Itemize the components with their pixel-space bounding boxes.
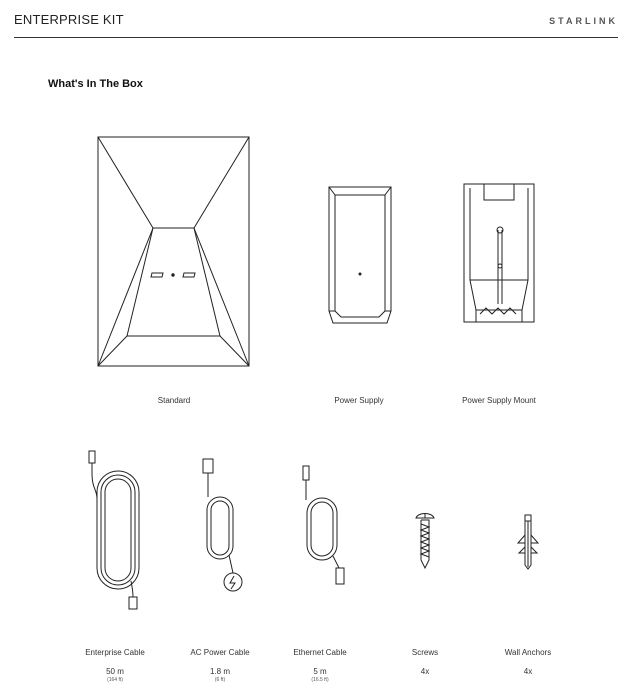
dish-icon [97, 136, 251, 368]
section-title: What's In The Box [48, 78, 143, 90]
power-supply-mount-icon [462, 182, 536, 330]
item-qty-enterprise-cable: 50 m [106, 667, 124, 676]
item-label-standard: Standard [157, 396, 191, 405]
page-title: ENTERPRISE KIT [14, 12, 124, 27]
header-divider [14, 37, 618, 38]
enterprise-cable-icon [86, 449, 146, 615]
power-supply-icon [327, 185, 393, 325]
item-qty-ethernet-cable: 5 m [313, 667, 327, 676]
wall-anchor-icon [515, 513, 541, 571]
ac-power-cable-icon [199, 457, 245, 597]
ethernet-cable-icon [299, 464, 349, 590]
item-label-screws: Screws [411, 648, 439, 657]
item-label-enterprise-cable: Enterprise Cable [85, 648, 145, 657]
item-label-power-supply-mount: Power Supply Mount [462, 396, 536, 405]
brand-logo: STARLINK [549, 16, 618, 26]
item-label-ethernet-cable: Ethernet Cable [293, 648, 347, 657]
screw-icon [414, 510, 436, 570]
item-qty-wall-anchors: 4x [523, 667, 533, 676]
item-qty-screws: 4x [420, 667, 430, 676]
item-qty-sub-ethernet-cable: (16.5 ft) [311, 677, 329, 683]
item-label-ac-power-cable: AC Power Cable [190, 648, 250, 657]
item-qty-ac-power-cable: 1.8 m [209, 667, 231, 676]
item-label-wall-anchors: Wall Anchors [504, 648, 552, 657]
item-label-power-supply: Power Supply [334, 396, 384, 405]
item-qty-sub-enterprise-cable: (164 ft) [107, 677, 123, 683]
item-qty-sub-ac-power-cable: (6 ft) [214, 677, 226, 683]
